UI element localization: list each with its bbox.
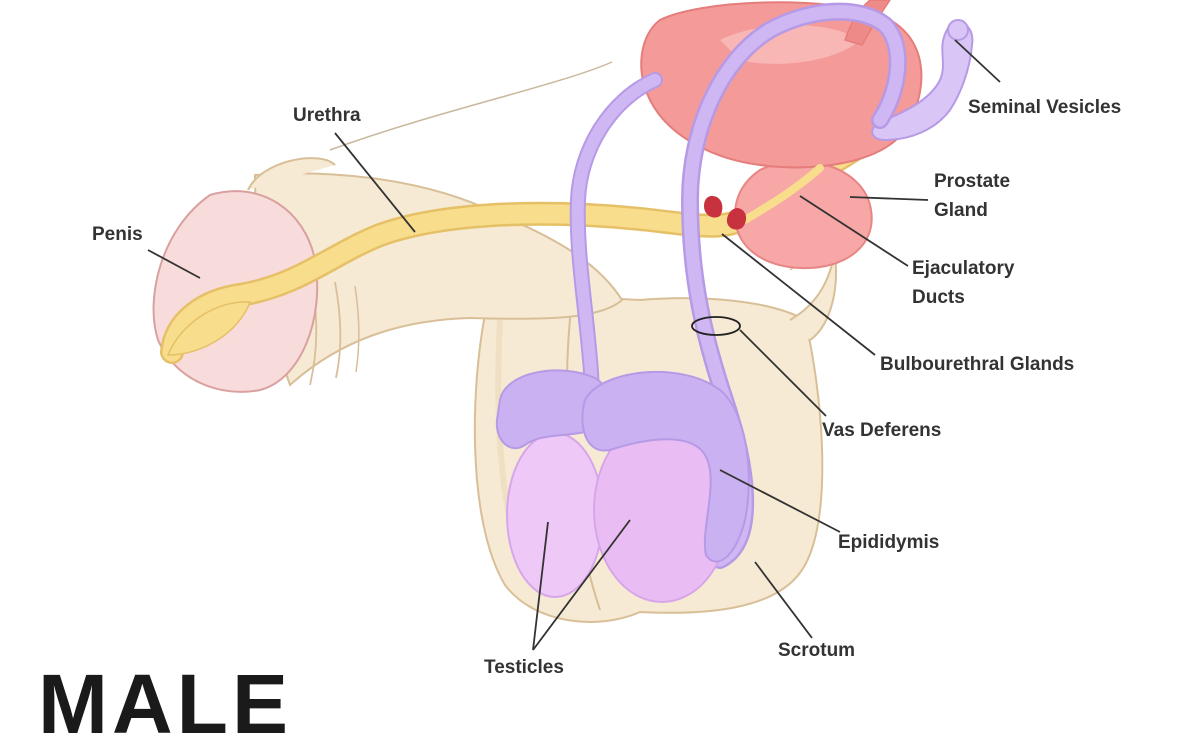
leader-penis	[147, 249, 201, 279]
label-ejaculatory-line2: Ducts	[912, 287, 965, 308]
leader-prostate	[849, 196, 929, 201]
leader-scrotum	[754, 561, 813, 639]
label-penis: Penis	[92, 224, 143, 245]
vas-deferens-marker-ring	[691, 316, 741, 336]
foreskin-fold-3	[354, 285, 360, 373]
leader-urethra	[334, 132, 416, 233]
label-testicles: Testicles	[484, 657, 564, 678]
label-scrotum: Scrotum	[778, 640, 856, 661]
bulbourethral-gland-1	[704, 196, 723, 218]
penis-shaft-top-skin	[247, 157, 336, 191]
leader-vas-deferens	[739, 329, 827, 417]
diagram-title: MALE	[38, 657, 292, 751]
label-ejaculatory-line1: Ejaculatory	[912, 258, 1015, 279]
foreskin-fold-2	[334, 281, 342, 379]
leader-testicles-right	[532, 519, 631, 651]
leader-ejaculatory	[799, 195, 909, 267]
epididymis-right	[581, 370, 750, 563]
label-prostate-line1: Prostate	[934, 171, 1011, 192]
leader-lines	[147, 39, 1001, 651]
urethra-meatus-bulb	[166, 301, 252, 356]
label-bulbourethral-glands: Bulbourethral Glands	[880, 354, 1075, 375]
testis-left	[506, 432, 604, 598]
leader-testicles-left	[532, 521, 549, 651]
label-ejaculatory-ducts: Ejaculatory Ducts	[912, 254, 1014, 312]
leader-epididymis	[719, 469, 841, 533]
body-contour-line	[329, 61, 613, 151]
leader-seminal-vesicles	[954, 39, 1001, 83]
label-prostate-gland: Prostate Gland	[934, 167, 1010, 225]
label-vas-deferens: Vas Deferens	[822, 420, 942, 441]
label-urethra: Urethra	[293, 105, 361, 126]
label-epididymis: Epididymis	[838, 532, 940, 553]
leader-bulbourethral	[721, 233, 876, 356]
label-seminal-vesicles: Seminal Vesicles	[968, 97, 1122, 118]
anatomy-illustration	[147, 0, 1001, 651]
seminal-vesicle-shape	[871, 22, 974, 142]
bulbourethral-gland-2	[726, 208, 747, 230]
ejaculatory-duct	[741, 164, 824, 224]
label-prostate-line2: Gland	[934, 200, 988, 221]
seminal-vesicle-tip	[947, 19, 969, 41]
